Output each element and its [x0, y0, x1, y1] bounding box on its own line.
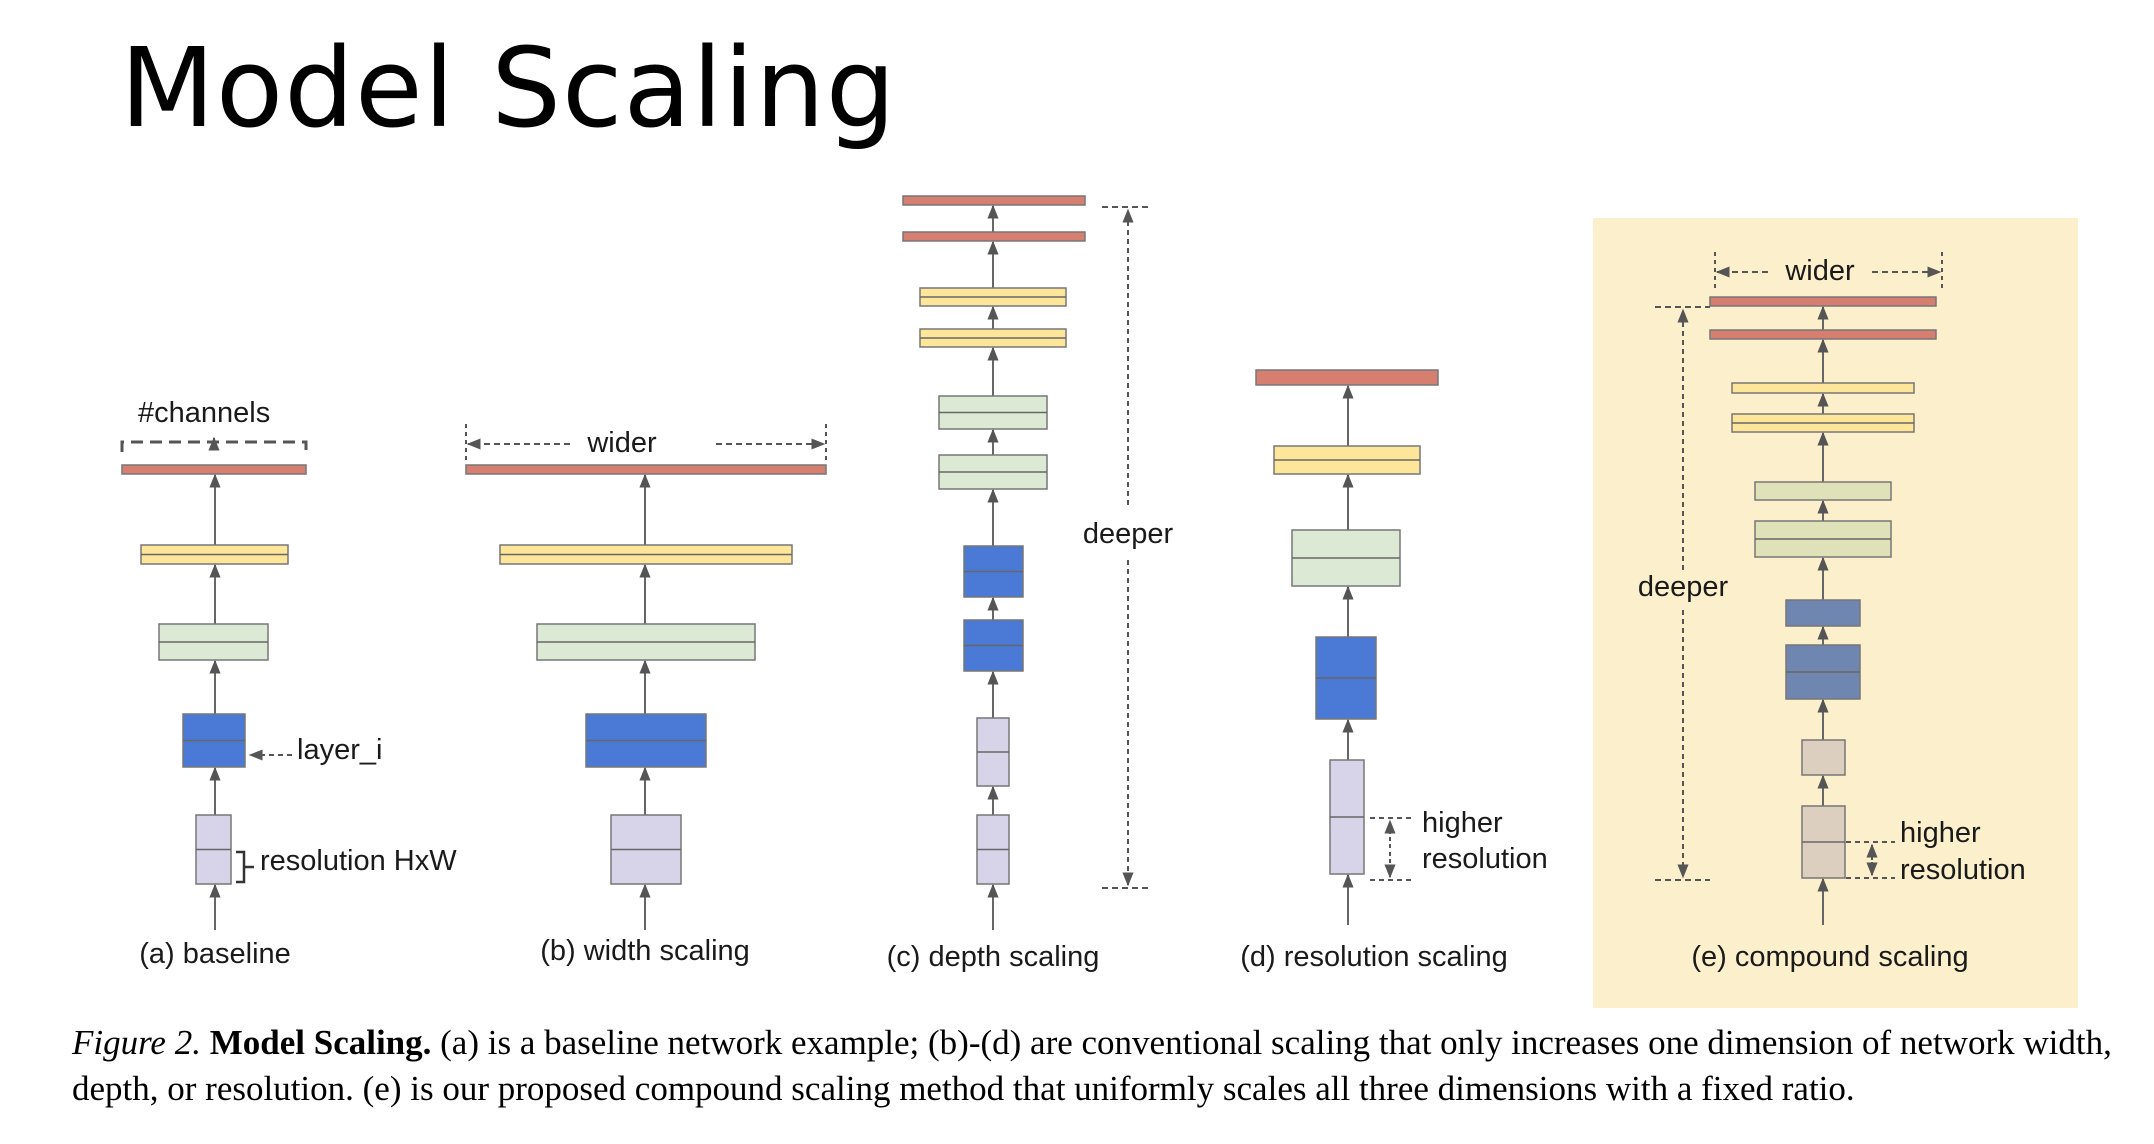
caption-bold-title: Model Scaling.	[209, 1023, 432, 1062]
panel-e-label: (e) compound scaling	[1691, 941, 1968, 973]
panel-e-annotations: wider deeper higher resolution (e) compo…	[1638, 252, 2026, 973]
layer-block-tan	[1801, 739, 1846, 776]
wider-label-b: wider	[586, 427, 657, 459]
layer-block-yellow	[1731, 382, 1915, 394]
layer-block-red	[1709, 296, 1937, 307]
panel-a-annotations: #channels layer_i resolution HxW (a) bas…	[120, 397, 457, 970]
model-scaling-diagram: #channels layer_i resolution HxW (a) bas…	[120, 195, 2078, 1008]
higher-label-e: higher	[1900, 817, 1981, 849]
layer-block-red	[121, 464, 307, 475]
layer-block-red	[1709, 329, 1937, 340]
caption-text: (a) is a baseline network example; (b)-(…	[72, 1023, 2112, 1108]
layer-block-red	[902, 231, 1086, 242]
higher-label-d: higher	[1422, 807, 1503, 839]
deeper-label-c: deeper	[1083, 518, 1174, 550]
wider-label-e: wider	[1784, 255, 1855, 287]
figure-caption: Figure 2. Model Scaling. (a) is a baseli…	[72, 1020, 2132, 1112]
panel-d-annotations: higher resolution (d) resolution scaling	[1240, 807, 1548, 973]
layer-block-slate	[1785, 599, 1861, 627]
channels-label: #channels	[138, 397, 270, 429]
layer-block-red	[1255, 369, 1439, 386]
deeper-label-e: deeper	[1638, 571, 1729, 603]
panel-c-label: (c) depth scaling	[887, 941, 1100, 973]
layer-block-red	[902, 195, 1086, 206]
resolution-label-e: resolution	[1900, 854, 2026, 886]
panel-d-label: (d) resolution scaling	[1240, 941, 1508, 973]
layer-block-olive	[1754, 481, 1892, 501]
panel-b-annotations: wider (b) width scaling	[465, 424, 827, 967]
slide-title: Model Scaling	[120, 24, 897, 152]
layer-label: layer_i	[297, 734, 382, 766]
panel-a-label: (a) baseline	[139, 938, 291, 970]
layer-block-red	[465, 464, 827, 475]
resolution-hxw-label: resolution HxW	[260, 845, 457, 877]
panel-b-label: (b) width scaling	[540, 935, 750, 967]
resolution-label-d: resolution	[1422, 843, 1548, 875]
panel-c-annotations: deeper (c) depth scaling	[887, 206, 1174, 973]
caption-figure-number: Figure 2.	[72, 1023, 201, 1062]
